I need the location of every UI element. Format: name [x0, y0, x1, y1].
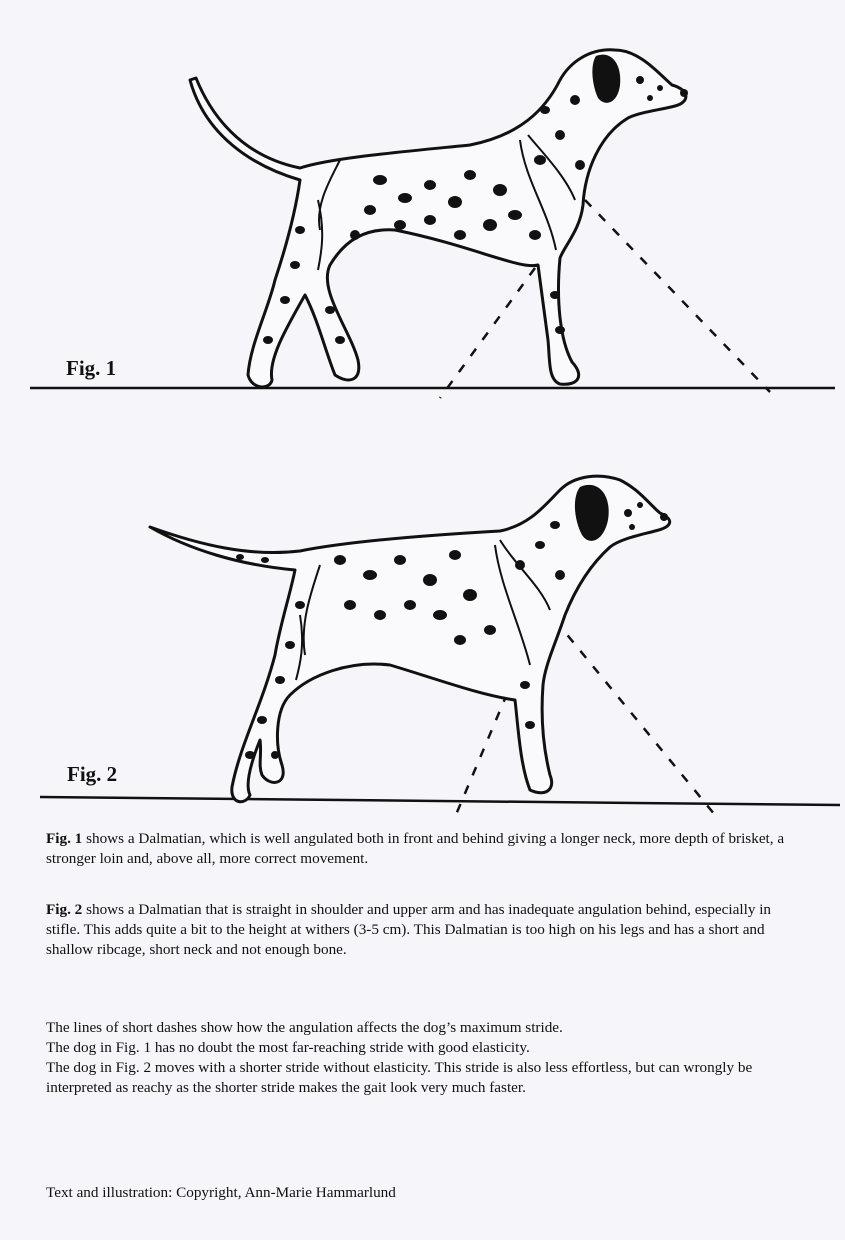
copyright-notice: Text and illustration: Copyright, Ann-Ma…: [46, 1183, 806, 1203]
stride-line-3: The dog in Fig. 2 moves with a shorter s…: [46, 1058, 806, 1098]
stride-line-1: The lines of short dashes show how the a…: [46, 1018, 806, 1038]
paragraph-fig1: Fig. 1 shows a Dalmatian, which is well …: [46, 829, 806, 869]
paragraph-fig2-lead: Fig. 2: [46, 901, 82, 918]
figure-1-label: Fig. 1: [66, 356, 116, 381]
paragraph-fig1-text: shows a Dalmatian, which is well angulat…: [46, 830, 784, 867]
figure-2-label: Fig. 2: [67, 762, 117, 787]
figure-2: Fig. 2: [0, 465, 845, 825]
dalmatian-illustration-1: [0, 40, 845, 410]
stride-line-2: The dog in Fig. 1 has no doubt the most …: [46, 1038, 806, 1058]
paragraph-stride: The lines of short dashes show how the a…: [46, 1018, 806, 1098]
paragraph-fig1-lead: Fig. 1: [46, 830, 82, 847]
paragraph-fig2: Fig. 2 shows a Dalmatian that is straigh…: [46, 900, 806, 960]
paragraph-fig2-text: shows a Dalmatian that is straight in sh…: [46, 901, 771, 958]
dalmatian-illustration-2: [0, 465, 845, 825]
figure-1: Fig. 1: [0, 40, 845, 410]
